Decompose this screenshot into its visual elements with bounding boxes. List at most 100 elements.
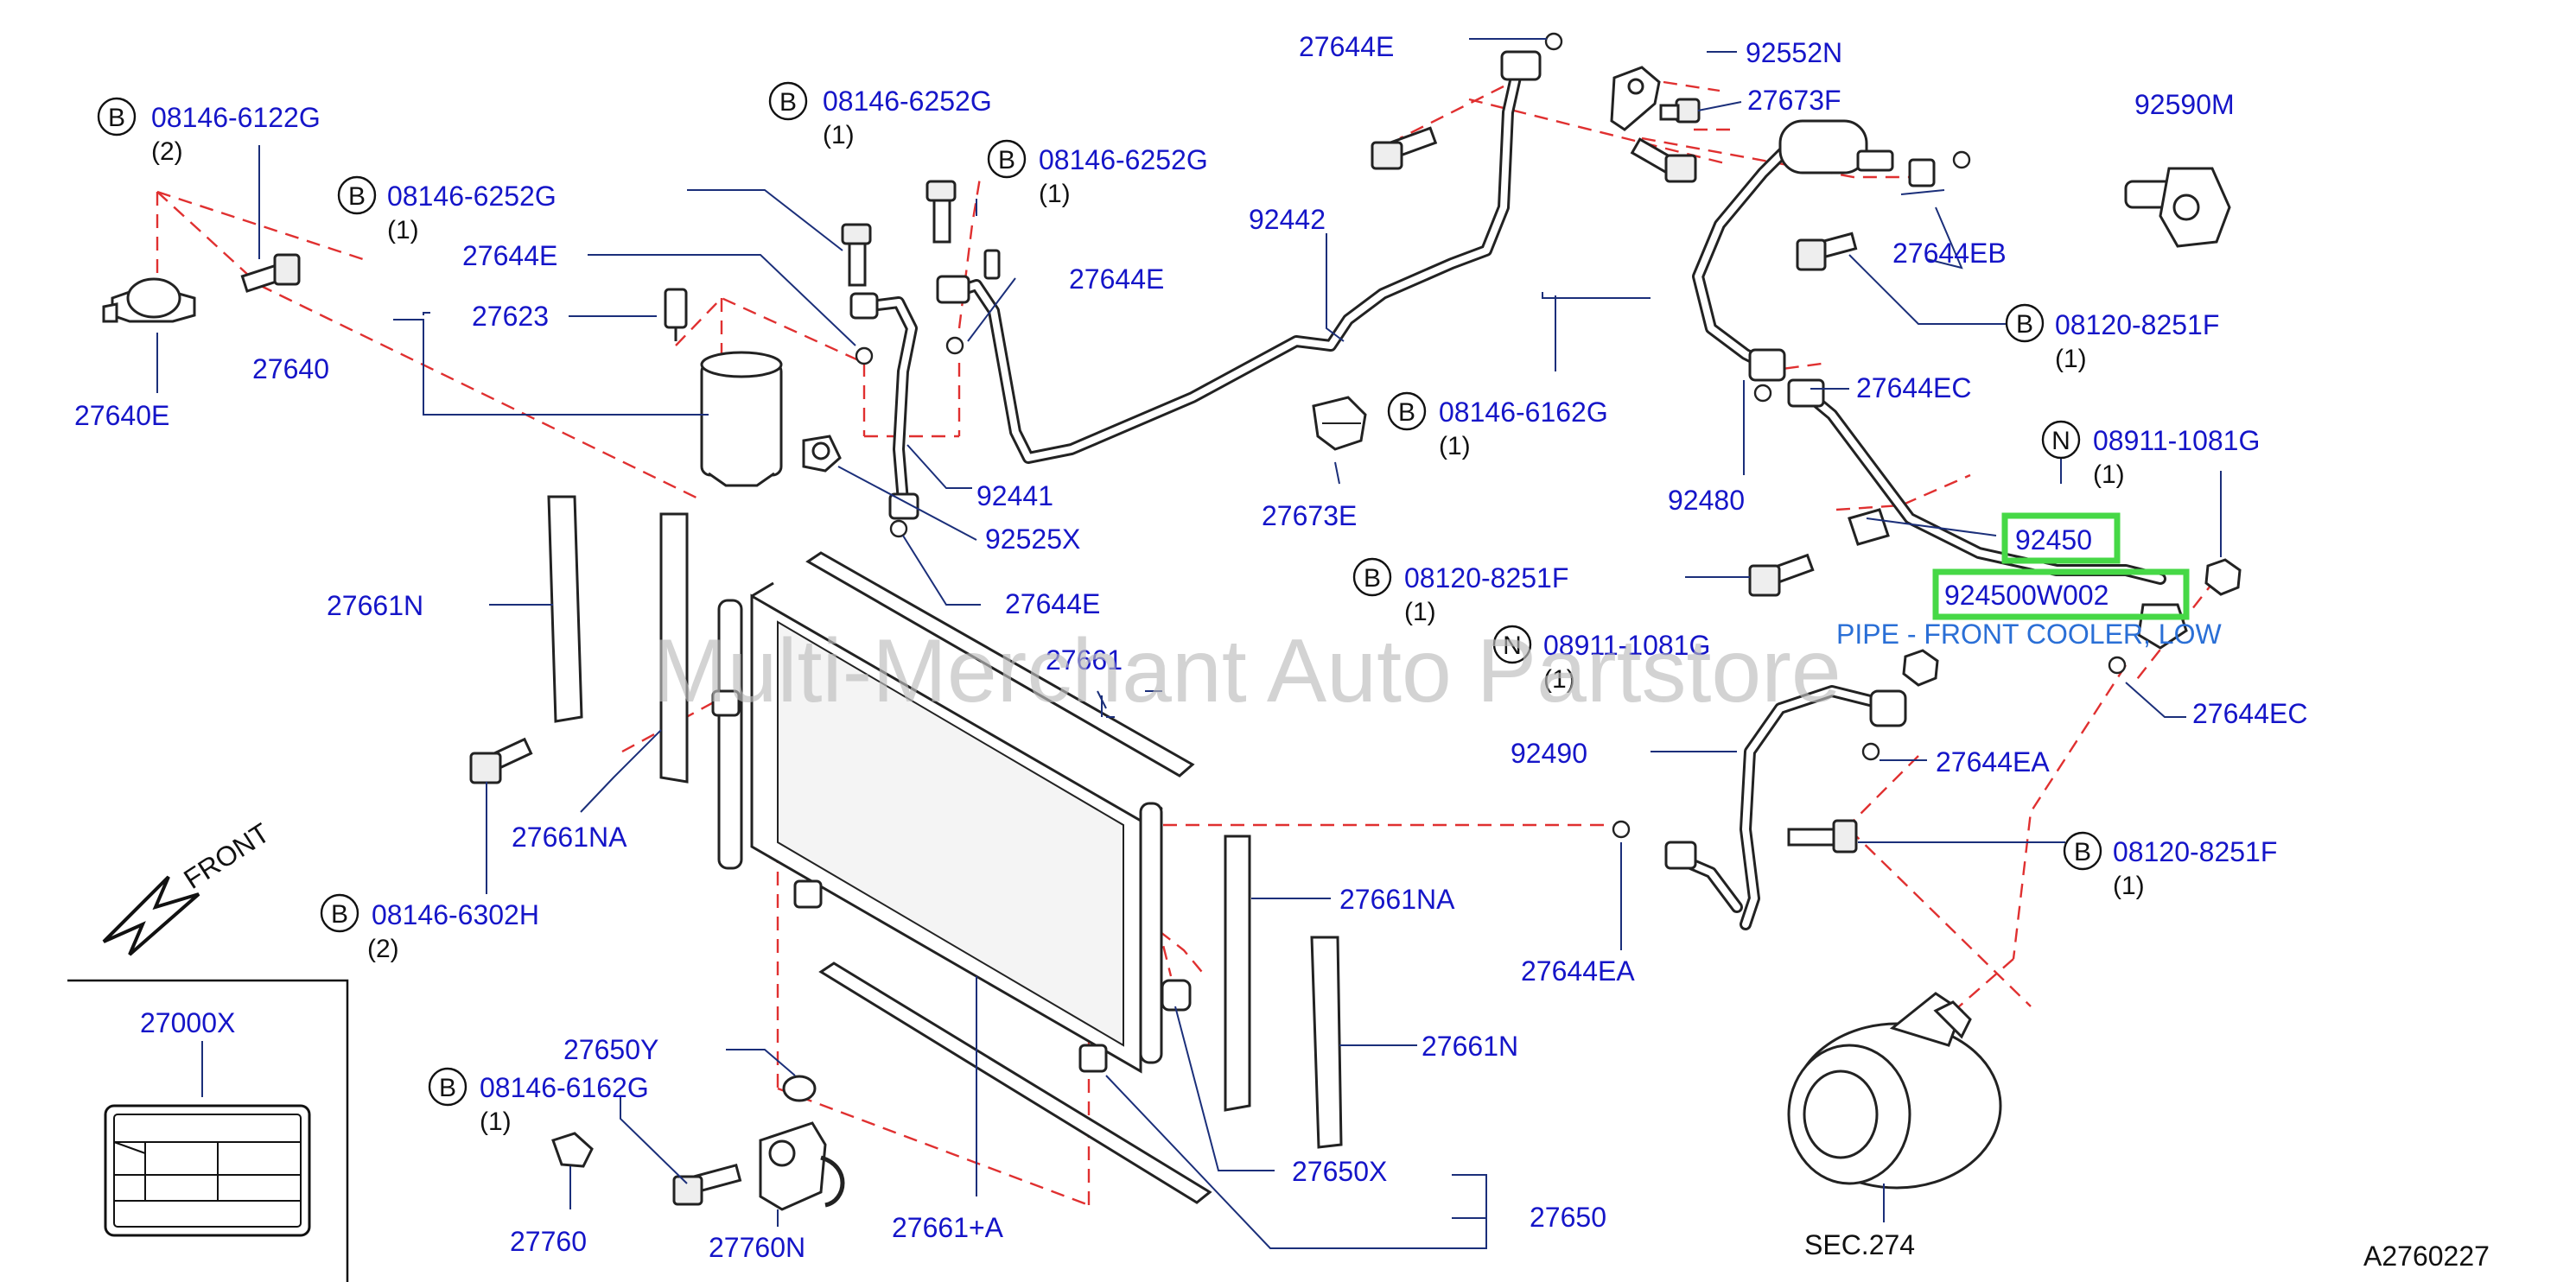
bracket-92552n [1610,66,1661,131]
seal-27661-top [805,551,1195,777]
prefix-n-08911-1081g-a: N [2041,420,2081,460]
label-27623[interactable]: 27623 [472,301,549,332]
bolt-08146-6252g-b [925,180,957,244]
nut-08911-1081g-a [2204,558,2242,596]
label-27640e[interactable]: 27640E [74,400,169,431]
label-08120-8251f-b[interactable]: 08120-8251F [1404,562,1568,593]
label-27644e-mid[interactable]: 27644E [1069,263,1164,295]
bolt-prefix-markers: B B B B B B N B N B B B [97,81,2102,1107]
label-27661na-a[interactable]: 27661NA [512,822,627,853]
label-92590m[interactable]: 92590M [2134,89,2235,120]
label-27000x-panel [67,979,349,1282]
bolt-08146-6252g-a [841,223,872,287]
label-27650x[interactable]: 27650X [1292,1156,1387,1187]
pipe-92442 [936,32,1563,464]
svg-text:B: B [439,1074,456,1102]
highlight-924500W002 [1932,568,2190,620]
label-08146-6162g-a[interactable]: 08146-6162G [1439,397,1608,428]
label-27644e-left[interactable]: 27644E [462,240,557,271]
sensor-27623 [664,288,688,341]
front-label: FRONT [178,817,275,895]
label-92441[interactable]: 92441 [976,480,1053,511]
bolt-27673f [1659,98,1701,124]
hose-92480 [1692,119,1971,382]
label-08120-8251f-a[interactable]: 08120-8251F [2055,309,2219,340]
svg-text:B: B [331,900,348,929]
bolt-08120-8251f-top [1796,232,1858,271]
label-27661na-b[interactable]: 27661NA [1339,884,1455,915]
label-27644e-low[interactable]: 27644E [1005,588,1100,619]
bolt-08120-8251f-low [1787,819,1858,854]
label-27661n-a[interactable]: 27661N [327,590,423,621]
bolt-08146-6122g [240,253,301,293]
nut-08911-1081g-b [1902,649,1939,687]
qty-08146-6162g-b: (1) [480,1107,512,1136]
bolt-08146-6302h [469,737,533,784]
cap-27650y [782,1075,817,1102]
label-27644ea-a[interactable]: 27644EA [1936,746,2050,777]
condenser-27650 [711,581,1163,1074]
label-27661[interactable]: 27661 [1046,644,1123,676]
label-92442[interactable]: 92442 [1249,204,1326,235]
label-27650y[interactable]: 27650Y [563,1034,658,1065]
hose-92490 [1612,685,1907,930]
qty-08120-8251f-a: (1) [2055,345,2087,373]
label-08911-1081g-a[interactable]: 08911-1081G [2093,425,2260,456]
label-08120-8251f-c[interactable]: 08120-8251F [2113,836,2277,867]
label-92525x[interactable]: 92525X [985,524,1080,555]
label-27673f[interactable]: 27673F [1747,85,1841,116]
sensor-bracket-27760n [759,1121,845,1211]
prefix-b-08146-6162g-b: B [428,1067,467,1107]
label-08146-6302h[interactable]: 08146-6302H [372,899,539,930]
qty-08146-6252g-c: (1) [1039,180,1071,208]
prefix-b-08120-8251f-a: B [2005,303,2045,343]
label-08146-6252g-b[interactable]: 08146-6252G [823,86,992,117]
label-27760[interactable]: 27760 [510,1226,587,1257]
label-27644ea-b[interactable]: 27644EA [1521,955,1635,987]
label-27760n[interactable]: 27760N [709,1232,805,1263]
fitting-92590m [2124,167,2231,248]
svg-text:B: B [2074,838,2091,866]
qty-08120-8251f-b: (1) [1404,598,1436,626]
label-27000x[interactable]: 27000X [140,1007,235,1038]
label-27644eb[interactable]: 27644EB [1892,238,2007,269]
svg-text:B: B [1364,564,1381,593]
svg-text:B: B [1398,398,1415,427]
label-92490[interactable]: 92490 [1511,738,1587,769]
pipe-front-cooler-low-caption: PIPE - FRONT COOLER, LOW [1836,619,2222,650]
qty-08911-1081g-b: (1) [1543,665,1575,694]
bolt-92442-top [1371,126,1438,170]
prefix-b-08146-6122g: B [97,97,137,136]
svg-text:N: N [1503,631,1522,660]
label-92480[interactable]: 92480 [1668,485,1745,516]
receiver-drier-27640 [700,351,783,487]
watermark: Multi-Merchant Auto Partstore [652,621,1841,721]
label-924500w002[interactable]: 924500W002 [1944,580,2109,611]
label-27650[interactable]: 27650 [1530,1202,1606,1233]
label-92552n[interactable]: 92552N [1746,37,1842,68]
label-27644ec-b[interactable]: 27644EC [2192,698,2307,729]
prefix-n-08911-1081g-b: N [1492,625,1532,664]
svg-text:B: B [779,88,797,117]
qty-08146-6122g: (2) [151,137,183,166]
highlight-92450 [2001,512,2121,564]
label-27640[interactable]: 27640 [252,353,329,384]
label-08146-6162g-b[interactable]: 08146-6162G [480,1072,649,1103]
label-92450[interactable]: 92450 [2015,524,2092,555]
label-27661a[interactable]: 27661+A [892,1212,1004,1243]
pipe-92441 [849,292,919,520]
label-27644e-top[interactable]: 27644E [1299,31,1394,62]
qty-08120-8251f-c: (1) [2113,872,2145,900]
label-08146-6252g-a[interactable]: 08146-6252G [387,181,557,212]
svg-text:B: B [2016,310,2033,339]
part-labels: 08146-6122G (2) 08146-6252G (1) 08146-62… [74,31,2490,1272]
qty-08146-6252g-b: (1) [823,121,855,149]
label-08146-6122g[interactable]: 08146-6122G [151,102,321,133]
label-08146-6252g-c[interactable]: 08146-6252G [1039,144,1208,175]
section-ref-sec274[interactable]: SEC.274 [1804,1229,1915,1260]
label-27661n-b[interactable]: 27661N [1422,1031,1518,1062]
label-08911-1081g-b[interactable]: 08911-1081G [1543,630,1710,661]
label-27673e[interactable]: 27673E [1262,500,1357,531]
label-27644ec-a[interactable]: 27644EC [1856,372,1971,403]
